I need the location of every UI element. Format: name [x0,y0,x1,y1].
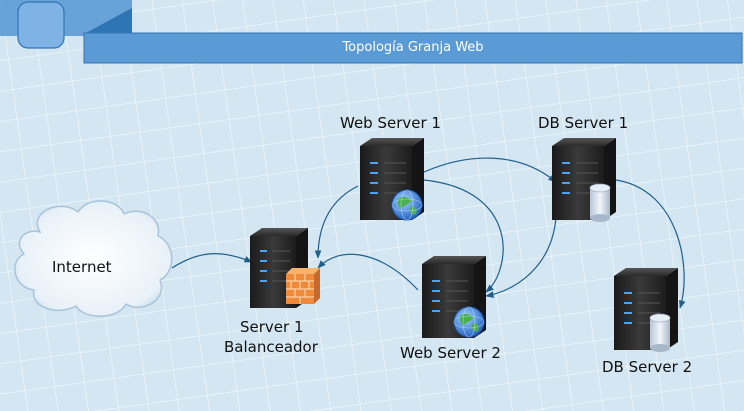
connector-web1-server1 [314,185,359,259]
connector-internet-server1 [171,253,253,269]
connector-web1-db1 [423,157,557,183]
database-icon [649,313,671,352]
cloud-icon [14,200,173,317]
connector-web1-web2 [423,179,504,293]
title-banner [0,0,743,64]
server-database-icon [552,138,616,222]
server-1-label: Server 1 [240,318,304,336]
db-server-1-label: DB Server 1 [538,114,629,132]
diagram-title: Topología Granja Web [342,40,484,55]
web-server-1-label: Web Server 1 [340,114,441,132]
web-server-2-label: Web Server 2 [400,344,501,362]
firewall-icon [286,268,320,304]
connector-web2-server1 [317,253,419,291]
server-database-icon [614,268,678,352]
globe-icon [453,306,485,338]
connector-db1-db2 [615,179,686,309]
db-server-2-label: DB Server 2 [602,358,693,376]
server-1-role-label: Balanceador [224,338,318,356]
server-globe-icon [360,138,424,221]
database-icon [589,183,611,222]
globe-icon [391,189,423,221]
internet-label: Internet [52,258,112,276]
server-firewall-icon [250,228,320,308]
server-globe-icon [422,256,486,338]
